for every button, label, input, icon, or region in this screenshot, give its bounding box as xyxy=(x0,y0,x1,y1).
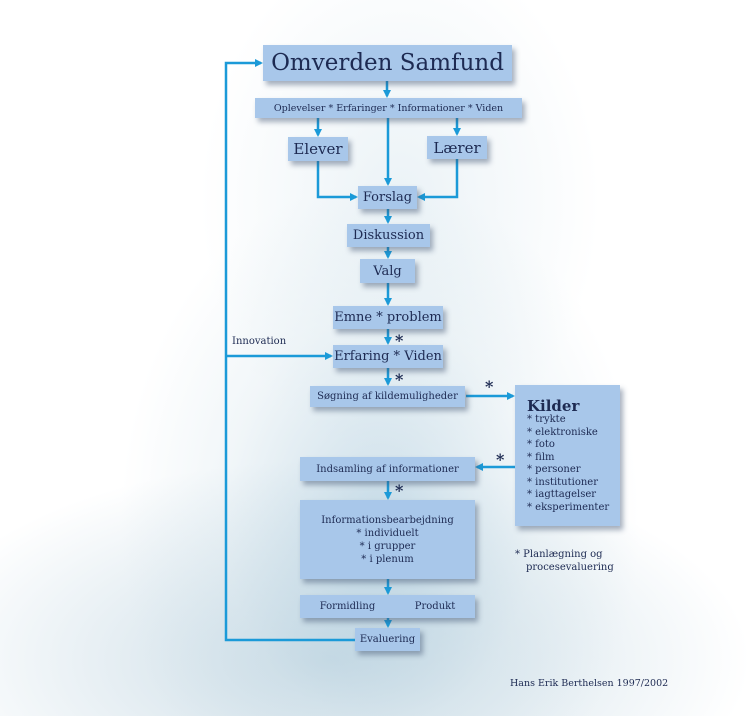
node-valg: Valg xyxy=(360,259,415,283)
note-line: procesevaluering xyxy=(526,562,614,573)
innovation-label: Innovation xyxy=(232,336,287,347)
bearbejdning-item: * individuelt xyxy=(356,527,419,539)
kilder-item: * personer xyxy=(527,464,581,475)
node-erfaring-viden: Erfaring * Viden xyxy=(333,345,443,368)
node-informationsbearbejdning: Informationsbearbejdning * individuelt *… xyxy=(300,500,475,579)
node-elever: Elever xyxy=(288,137,348,161)
node-omverden-samfund: Omverden Samfund xyxy=(263,45,512,81)
kilder-item: * eksperimenter xyxy=(527,501,610,513)
kilder-item: * film xyxy=(527,451,555,463)
node-oplevelser: Oplevelser * Erfaringer * Informationer … xyxy=(255,98,522,118)
formidling-label: Formidling xyxy=(319,601,376,612)
star-marker: * xyxy=(485,377,494,396)
kilder-item: * institutioner xyxy=(527,476,599,488)
bearbejdning-title: Informationsbearbejdning xyxy=(321,514,454,526)
node-indsamling: Indsamling af informationer xyxy=(300,457,475,481)
arrow-elever-forslag xyxy=(316,161,358,201)
kilder-item: * foto xyxy=(527,439,555,450)
node-soegning: Søgning af kildemuligheder xyxy=(310,386,465,407)
kilder-item: * elektroniske xyxy=(527,426,598,438)
bearbejdning-item: * i grupper xyxy=(359,540,416,552)
star-marker: * xyxy=(395,331,404,350)
star-marker: * xyxy=(395,481,404,500)
credit: Hans Erik Berthelsen 1997/2002 xyxy=(510,678,669,689)
star-marker: * xyxy=(496,450,505,469)
kilder-item: * trykte xyxy=(527,414,566,425)
bearbejdning-item: * i plenum xyxy=(361,553,414,565)
node-emne-problem: Emne * problem xyxy=(333,306,443,329)
node-laerer: Lærer xyxy=(427,136,487,159)
node-evaluering: Evaluering xyxy=(355,628,420,651)
arrow-laerer-forslag xyxy=(417,159,459,201)
innovation-feedback-line xyxy=(224,59,355,642)
node-forslag: Forslag xyxy=(358,186,417,209)
node-diskussion: Diskussion xyxy=(347,224,430,247)
node-formidling-produkt: Formidling Produkt xyxy=(300,595,475,618)
planning-note: * Planlægning og procesevaluering xyxy=(515,548,614,574)
star-marker: * xyxy=(395,370,404,389)
produkt-label: Produkt xyxy=(414,601,456,612)
node-kilder: Kilder * trykte * elektroniske * foto * … xyxy=(515,385,620,526)
kilder-title: Kilder xyxy=(527,397,580,415)
note-line: * Planlægning og xyxy=(515,549,603,560)
kilder-item: * iagttagelser xyxy=(527,489,597,500)
